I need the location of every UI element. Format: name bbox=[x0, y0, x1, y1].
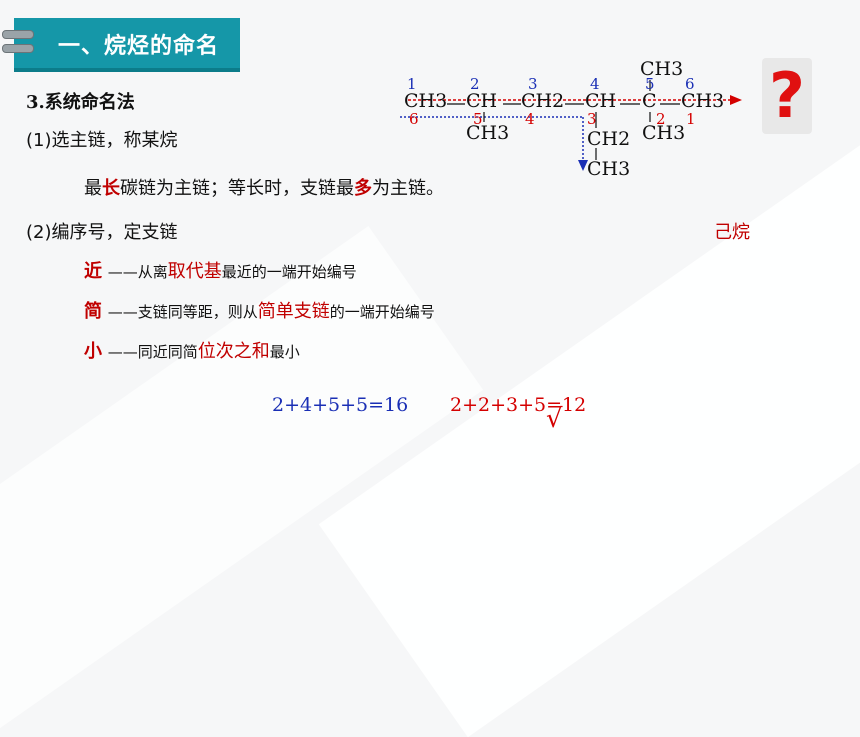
number-blue: 6 bbox=[685, 75, 695, 93]
substituent: CH2 bbox=[587, 128, 631, 150]
binder-clip-icon bbox=[2, 44, 34, 53]
number-blue: 1 bbox=[407, 75, 417, 93]
locant-sum-right: 2+2+3+5=12 bbox=[450, 394, 587, 416]
keyword-most: 多 bbox=[354, 178, 372, 199]
rule-smallest: 小 ——同近同简位次之和最小 bbox=[84, 341, 300, 362]
chain-atom: C bbox=[642, 90, 657, 112]
section-banner: 一、烷烃的命名 bbox=[14, 18, 240, 72]
check-mark-icon: √ bbox=[546, 404, 563, 434]
chain-atom: CH bbox=[585, 90, 617, 112]
binder-clip-icon bbox=[2, 30, 34, 39]
rule-nearest: 近 ——从离取代基最近的一端开始编号 bbox=[84, 261, 357, 282]
number-blue: 2 bbox=[470, 75, 480, 93]
answer-name: 己烷 bbox=[714, 222, 750, 243]
chain-atom: CH2 bbox=[521, 90, 565, 112]
number-red: 3 bbox=[587, 110, 597, 128]
formula-lines bbox=[400, 80, 742, 171]
number-blue: 4 bbox=[590, 75, 600, 93]
method-heading: 3.系统命名法 bbox=[26, 92, 135, 113]
number-blue: 3 bbox=[528, 75, 538, 93]
chain-atom: CH3 bbox=[404, 90, 448, 112]
number-red: 6 bbox=[409, 110, 419, 128]
number-red: 4 bbox=[525, 110, 535, 128]
keyword-longest: 长 bbox=[102, 178, 120, 199]
step-2: (2)编序号，定支链 bbox=[26, 222, 178, 243]
number-blue: 5 bbox=[645, 75, 655, 93]
locant-sum-left: 2+4+5+5=16 bbox=[272, 394, 409, 416]
chain-atom: CH bbox=[466, 90, 498, 112]
number-red: 1 bbox=[686, 110, 696, 128]
substituent: CH3 bbox=[587, 158, 631, 180]
substituent: CH3 bbox=[642, 122, 686, 144]
chain-atom: CH3 bbox=[681, 90, 725, 112]
rule-simplest: 简 ——支链同等距，则从简单支链的一端开始编号 bbox=[84, 301, 435, 322]
substituent: CH3 bbox=[466, 122, 510, 144]
step-1: (1)选主链，称某烷 bbox=[26, 130, 178, 151]
rule-main-chain: 最长碳链为主链；等长时，支链最多为主链。 bbox=[84, 178, 444, 199]
question-mark-icon: ? bbox=[762, 58, 812, 134]
number-red: 5 bbox=[473, 110, 483, 128]
number-red: 2 bbox=[656, 110, 666, 128]
substituent: CH3 bbox=[640, 58, 684, 80]
banner-title: 一、烷烃的命名 bbox=[58, 34, 220, 59]
